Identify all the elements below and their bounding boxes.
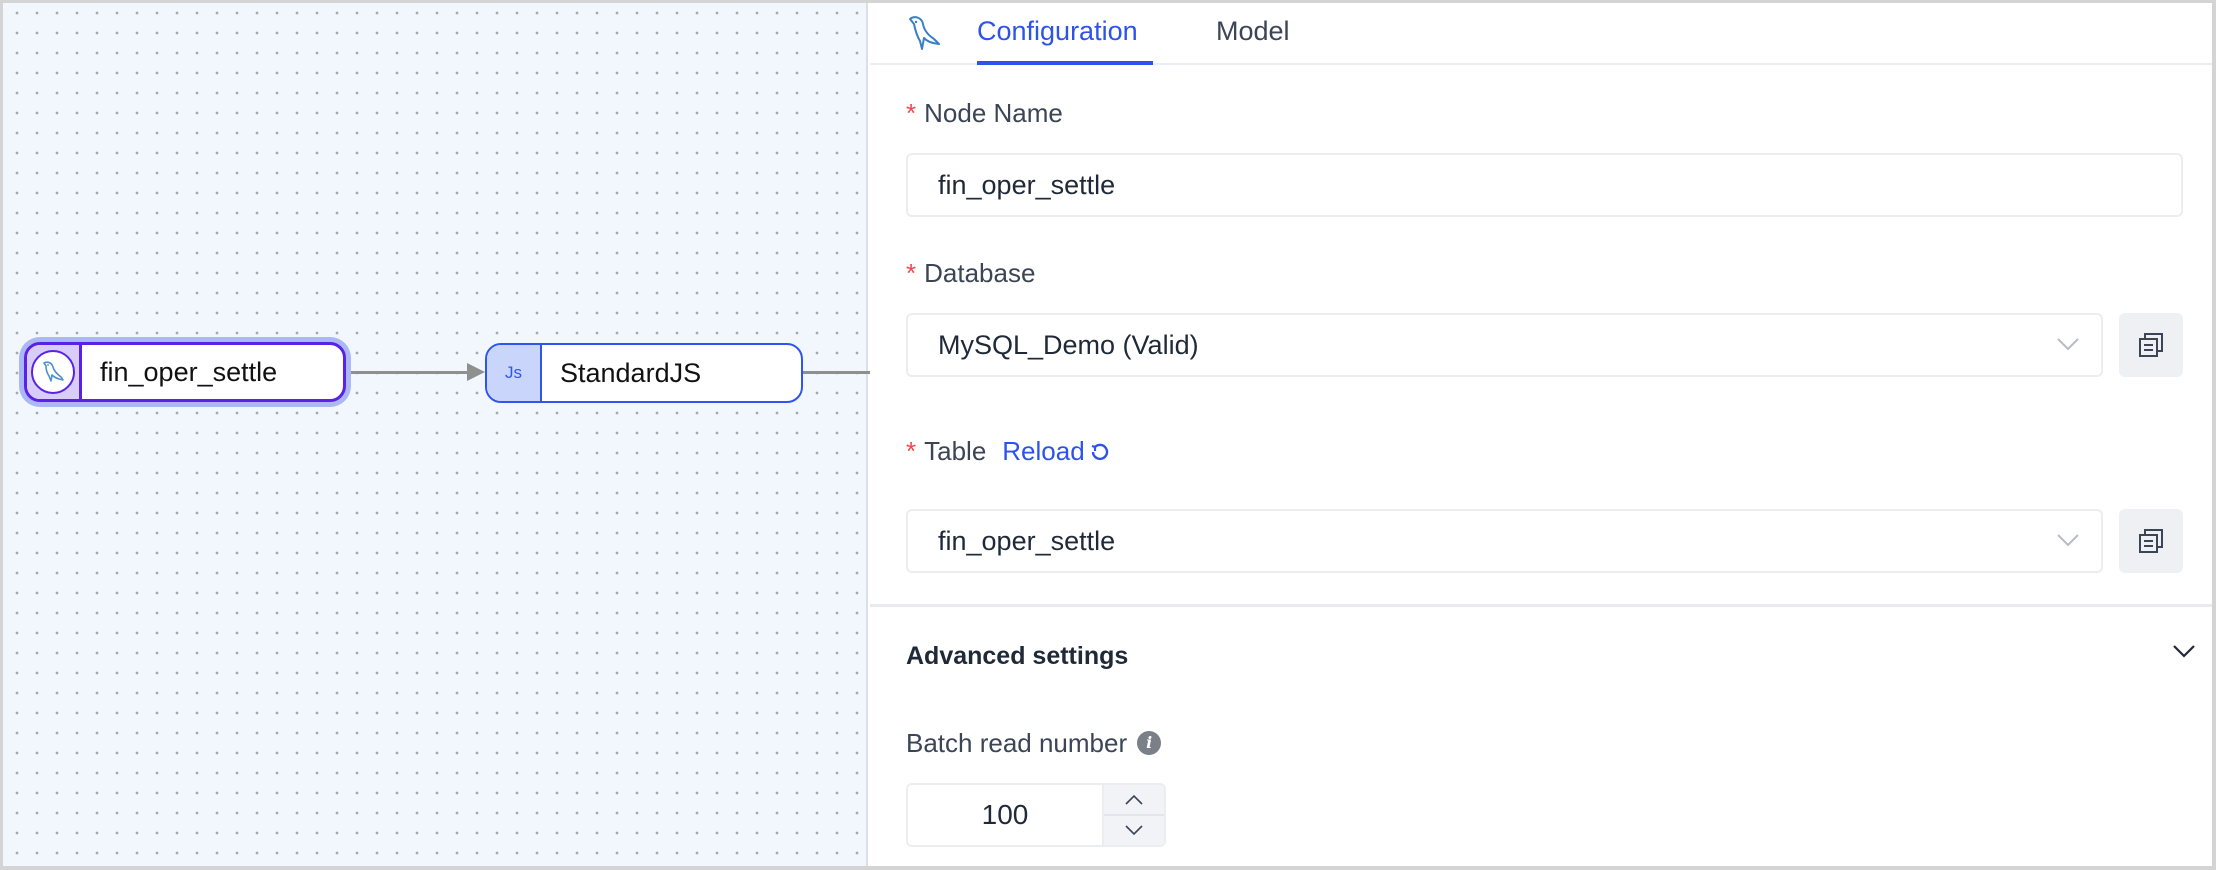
chevron-down-icon (2057, 534, 2079, 547)
edge-arrow-icon (467, 363, 485, 381)
chevron-up-icon (1125, 794, 1143, 805)
active-tab-indicator (977, 61, 1153, 65)
increment-button[interactable] (1104, 785, 1164, 816)
required-asterisk: * (906, 436, 917, 466)
database-copy-button[interactable] (2119, 313, 2183, 377)
node-standardjs[interactable]: Js StandardJS (485, 343, 803, 403)
js-icon: Js (505, 363, 522, 382)
table-copy-button[interactable] (2119, 509, 2183, 573)
decrement-button[interactable] (1104, 816, 1164, 845)
database-label: *Database (906, 258, 1036, 288)
node-icon-box: Js (487, 345, 542, 401)
copy-icon (2139, 333, 2163, 357)
node-fin-oper-settle[interactable]: fin_oper_settle (24, 342, 346, 402)
edge-source-to-js (343, 371, 469, 374)
mysql-dolphin-icon (31, 350, 75, 394)
chevron-down-icon (2057, 338, 2079, 351)
node-name-input[interactable]: fin_oper_settle (906, 153, 2183, 217)
batch-read-stepper[interactable]: 100 (906, 783, 1166, 847)
tab-configuration[interactable]: Configuration (977, 16, 1138, 46)
required-asterisk: * (906, 98, 917, 128)
reload-icon (1091, 443, 1108, 461)
mysql-dolphin-icon (909, 16, 940, 50)
node-config-panel: Configuration Model *Node Name fin_oper_… (870, 3, 2212, 866)
tab-model[interactable]: Model (1216, 16, 1290, 46)
info-icon[interactable]: i (1137, 731, 1162, 756)
advanced-settings-header[interactable]: Advanced settings (906, 642, 1129, 670)
stepper-buttons (1102, 785, 1164, 845)
reload-link[interactable]: Reload (1002, 436, 1108, 466)
panel-tabs: Configuration Model (870, 3, 2212, 65)
dag-canvas[interactable]: fin_oper_settle Js StandardJS (3, 3, 871, 866)
required-asterisk: * (906, 258, 917, 288)
node-icon-box (27, 345, 82, 399)
database-select[interactable]: MySQL_Demo (Valid) (906, 313, 2103, 377)
section-divider (870, 604, 2212, 607)
node-name-label: *Node Name (906, 98, 1063, 128)
node-label: fin_oper_settle (100, 356, 278, 387)
table-select[interactable]: fin_oper_settle (906, 509, 2103, 573)
node-label: StandardJS (560, 357, 702, 388)
chevron-down-icon[interactable] (2172, 643, 2196, 659)
copy-icon (2139, 529, 2163, 553)
chevron-down-icon (1125, 825, 1143, 836)
edge-js-outgoing (801, 371, 871, 374)
batch-read-input[interactable]: 100 (908, 785, 1102, 845)
